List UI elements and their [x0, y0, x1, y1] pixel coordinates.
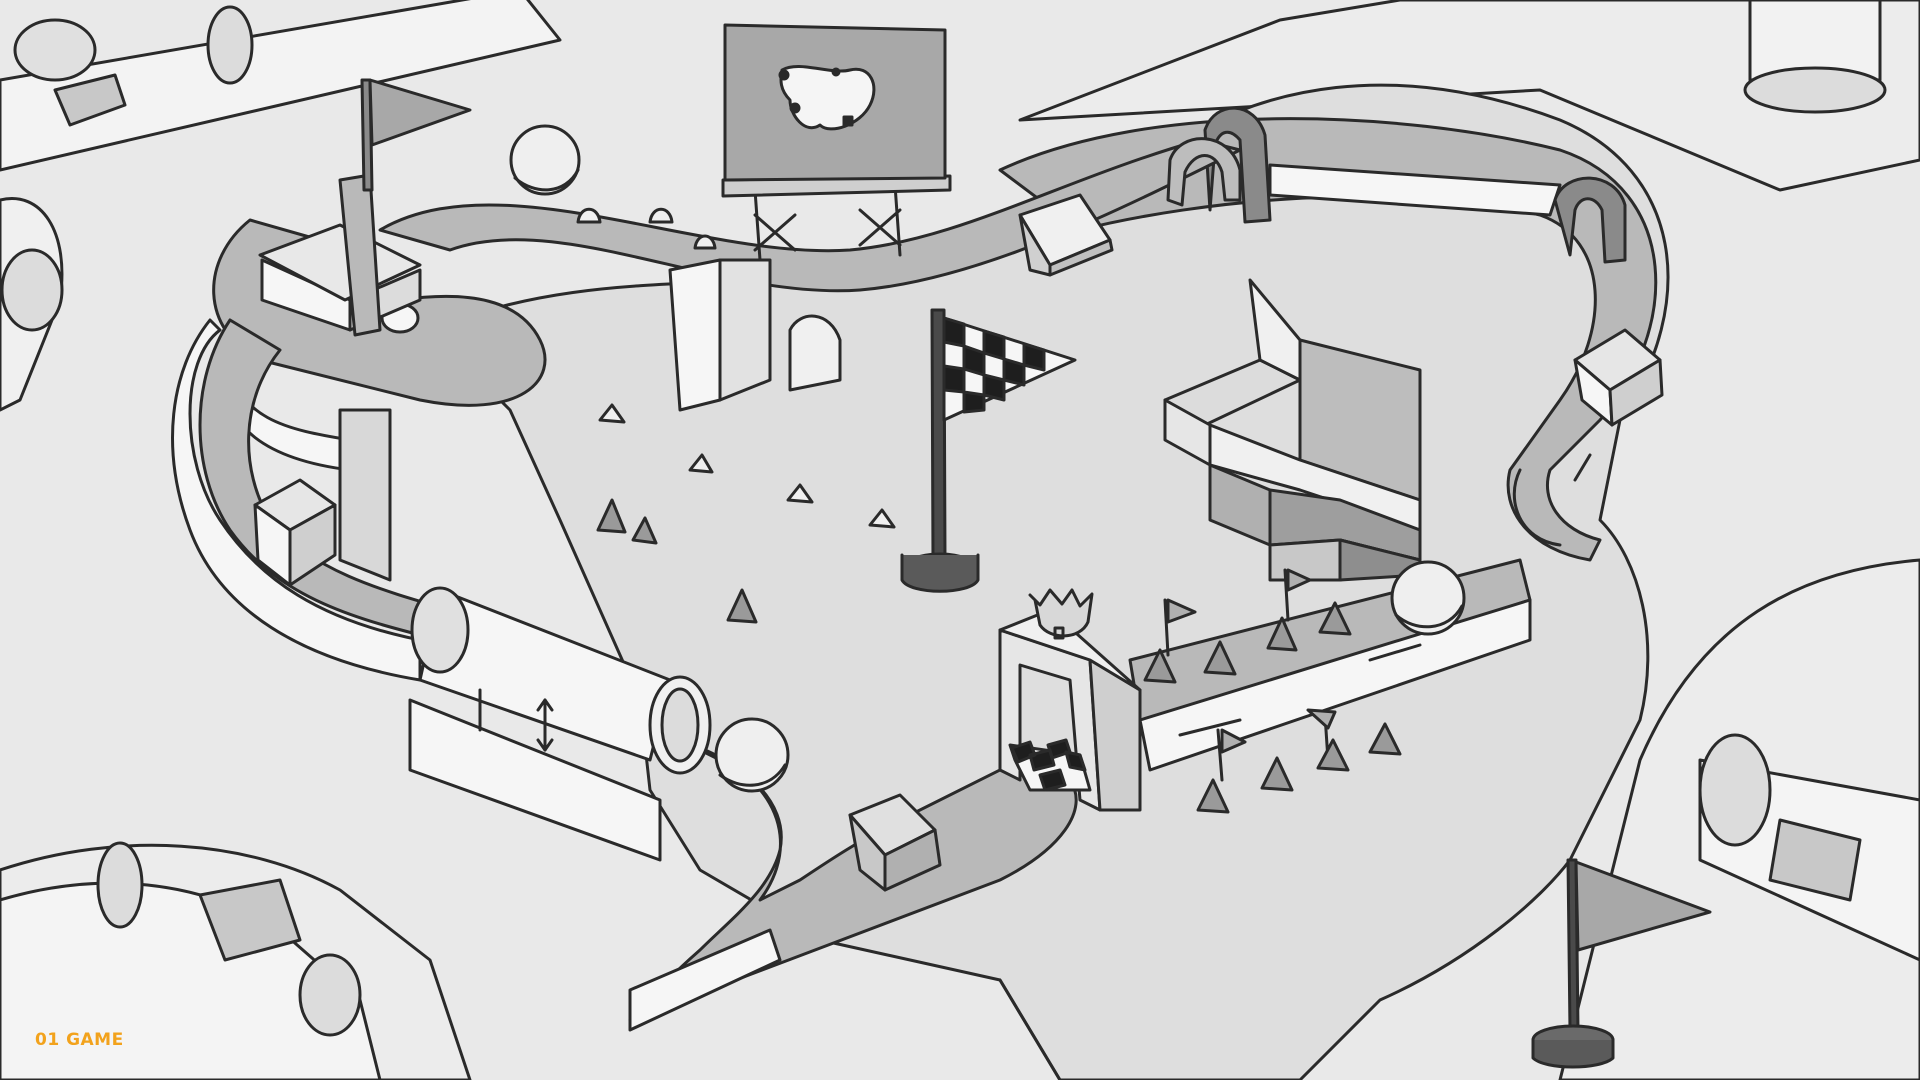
ball-icon	[509, 124, 581, 196]
spike-cone-icon	[631, 516, 658, 545]
pennant-flag-icon	[1220, 728, 1247, 754]
right-track-loop	[998, 106, 1658, 562]
balls	[509, 124, 1466, 793]
crate-icon	[848, 793, 942, 892]
spike-cone-icon	[1368, 722, 1402, 756]
tube-tunnel	[408, 586, 712, 862]
spike-cones	[596, 498, 1402, 814]
ball-icon	[714, 717, 790, 793]
start-tower	[258, 78, 472, 337]
spike-cone-icon	[1203, 640, 1237, 676]
pennant-flag-icon	[368, 78, 472, 147]
billboard	[721, 23, 952, 262]
checkered-flag-icon	[942, 316, 1077, 422]
spike-cone-icon	[726, 588, 758, 624]
crate-icon	[1573, 328, 1664, 427]
ball-icon	[1390, 560, 1466, 636]
stepped-blocks	[1163, 278, 1422, 582]
pennant-flag-icon	[1306, 708, 1337, 730]
background-pipes-bottom-right	[1558, 558, 1920, 1080]
crate-icon	[253, 478, 337, 587]
spike-cone-icon	[1260, 756, 1294, 792]
pennant-flag-icon	[1286, 568, 1312, 592]
background-pipes-bottom-left	[0, 841, 472, 1080]
pennant-flag-icon	[1166, 598, 1197, 624]
spike-cone-icon	[1316, 738, 1350, 772]
scene-label: 01 GAME	[35, 1030, 124, 1050]
spike-cone-icon	[1196, 778, 1230, 814]
spike-cone-icon	[1266, 616, 1298, 652]
track-bumps	[576, 207, 896, 529]
crown-icon	[1028, 588, 1094, 638]
crate-icon	[1018, 193, 1114, 277]
spike-cone-icon	[596, 498, 627, 534]
spike-cone-icon	[1143, 648, 1177, 684]
ring-hoops	[1166, 137, 1242, 207]
background-pipes-top-left	[0, 0, 562, 412]
pennant-flag-icon	[1574, 860, 1712, 952]
center-support-block	[668, 258, 842, 412]
checkered-flag	[900, 308, 1077, 593]
finish-gate	[998, 588, 1142, 812]
background-pipes-top-right	[1018, 0, 1920, 192]
bottom-right-flag	[1531, 858, 1712, 1069]
ring-hoop-icon	[1166, 137, 1242, 207]
crates	[253, 193, 1664, 892]
spike-cone-icon	[1318, 601, 1352, 636]
